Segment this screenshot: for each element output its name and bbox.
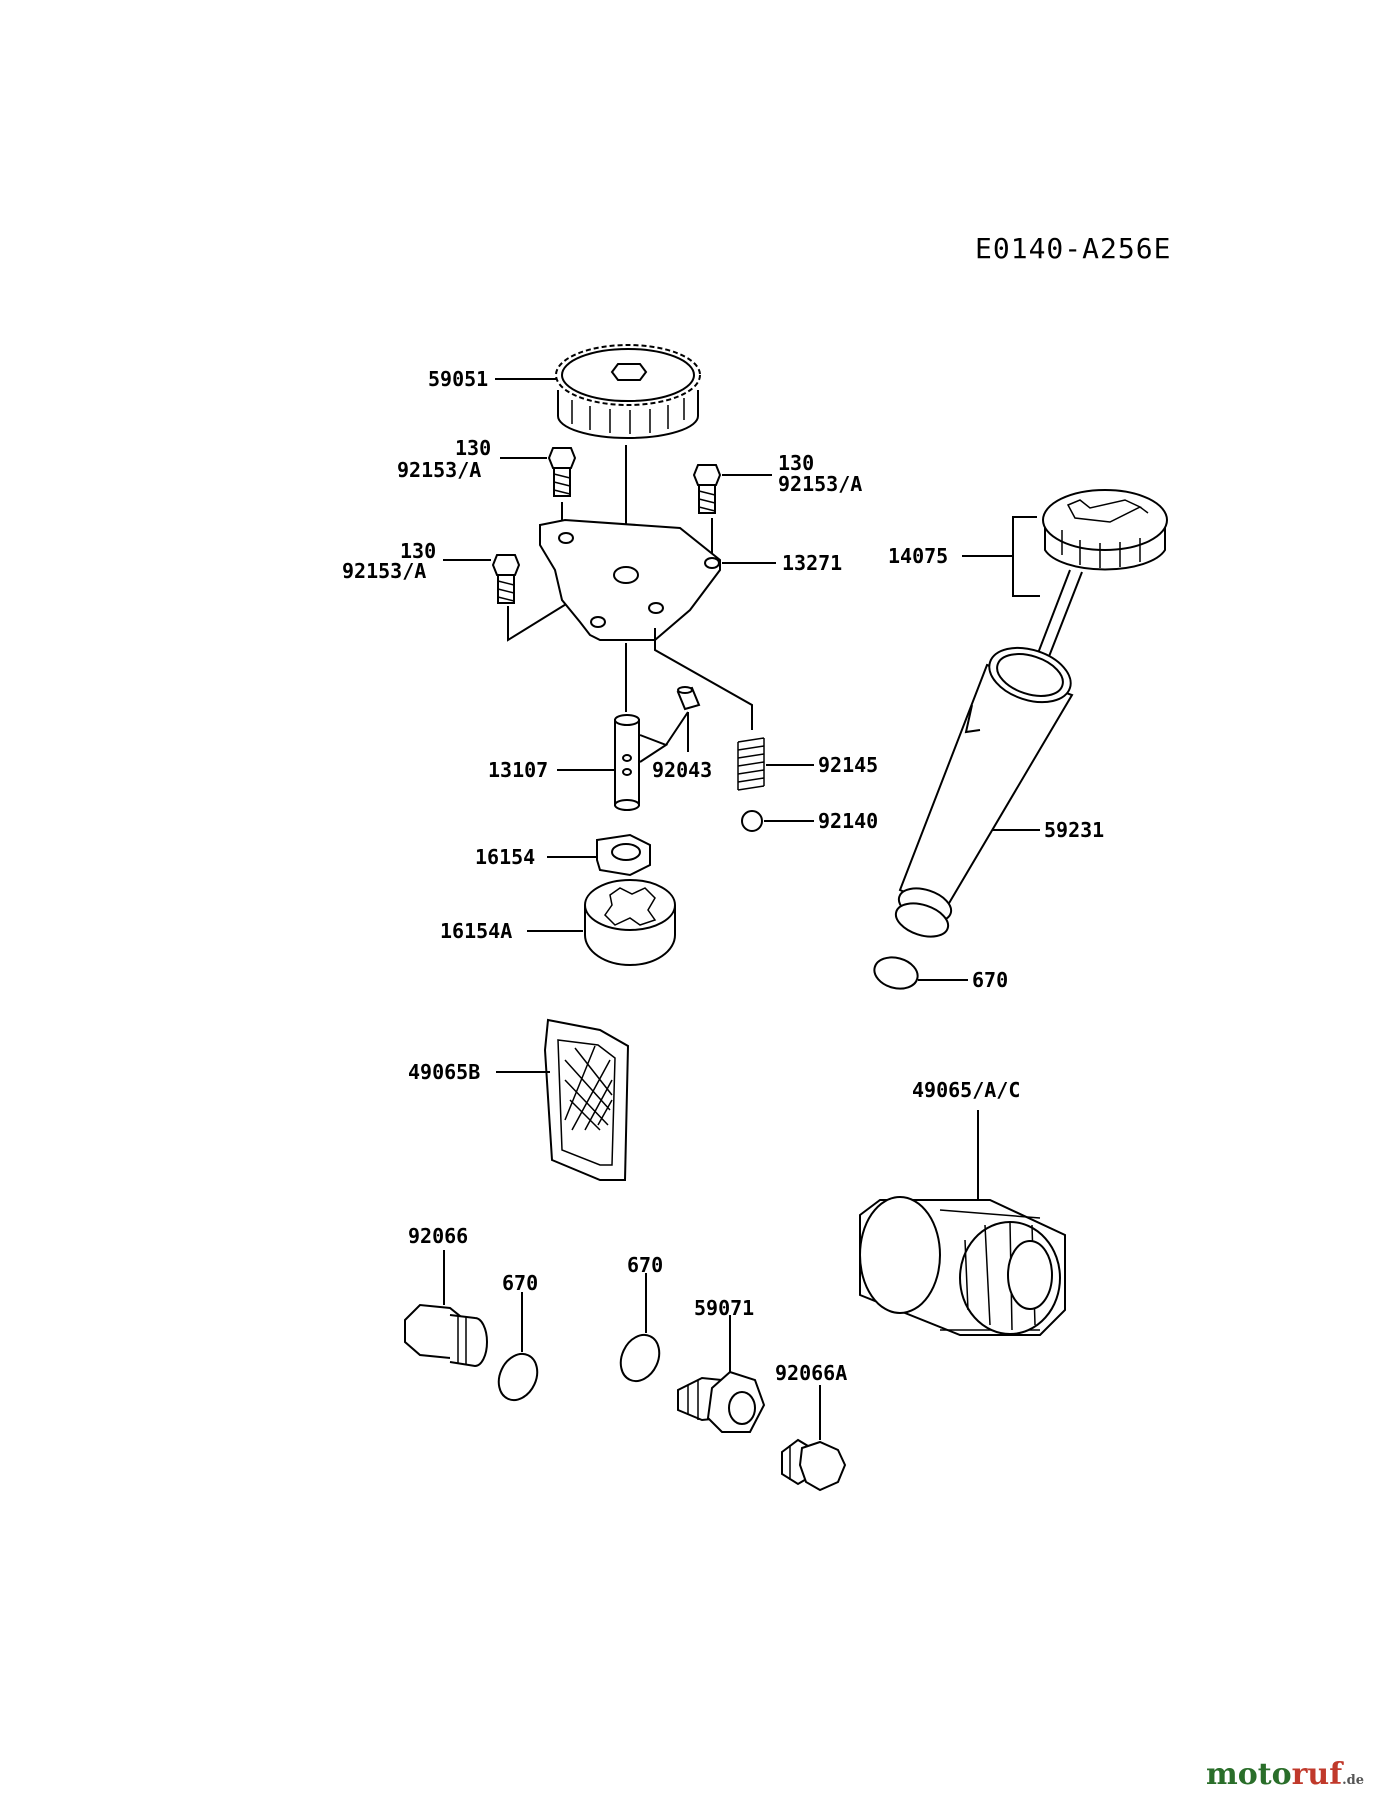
label-49065AC: 49065/A/C <box>912 1078 1020 1102</box>
label-670-plug: 670 <box>502 1271 538 1295</box>
label-92043: 92043 <box>652 758 712 782</box>
fitting-59071[interactable] <box>677 1370 766 1433</box>
plug-92066A[interactable] <box>781 1438 847 1492</box>
oring-670-fitting[interactable] <box>614 1329 667 1388</box>
plate-13271[interactable] <box>539 518 721 641</box>
watermark-part2: ruf <box>1291 1757 1343 1792</box>
watermark-suffix: .de <box>1342 1773 1364 1788</box>
bolt-130-lower[interactable] <box>491 554 521 604</box>
label-92140: 92140 <box>818 809 878 833</box>
bolt-130-left[interactable] <box>547 447 577 497</box>
label-92066: 92066 <box>408 1224 468 1248</box>
label-130-left: 130 <box>455 436 491 460</box>
filler-tube-59231[interactable] <box>892 638 1078 942</box>
label-130-right: 130 <box>778 451 814 475</box>
rotor-16154A[interactable] <box>584 879 676 966</box>
label-92153-lower: 92153/A <box>342 559 426 583</box>
watermark-part1: moto <box>1205 1757 1292 1792</box>
oring-670-plug[interactable] <box>492 1348 545 1407</box>
bolt-130-right[interactable] <box>692 464 722 514</box>
rotor-16154[interactable] <box>596 833 651 877</box>
label-92153-left: 92153/A <box>397 458 481 482</box>
label-92066A: 92066A <box>775 1361 847 1385</box>
strainer-49065B[interactable] <box>543 1018 630 1181</box>
diagram-code: E0140-A256E <box>975 232 1171 265</box>
label-670-tube: 670 <box>972 968 1008 992</box>
label-59231: 59231 <box>1044 818 1104 842</box>
watermark: motoruf.de <box>1206 1757 1364 1792</box>
shaft-13107[interactable] <box>614 714 640 811</box>
label-59071: 59071 <box>694 1296 754 1320</box>
drain-plug-92066[interactable] <box>404 1303 488 1368</box>
label-16154: 16154 <box>475 845 535 869</box>
oil-filter-49065AC[interactable] <box>859 1196 1066 1336</box>
pin-92043[interactable] <box>676 686 701 711</box>
label-670-fitting: 670 <box>627 1253 663 1277</box>
label-14075: 14075 <box>888 544 948 568</box>
gear-59051[interactable] <box>555 344 701 439</box>
label-130-lower: 130 <box>400 539 436 563</box>
label-13107: 13107 <box>488 758 548 782</box>
label-92145: 92145 <box>818 753 878 777</box>
label-59051: 59051 <box>428 367 488 391</box>
oring-670-tube[interactable] <box>871 953 921 993</box>
label-49065B: 49065B <box>408 1060 480 1084</box>
label-92153-right: 92153/A <box>778 472 862 496</box>
ball-92140[interactable] <box>741 810 763 832</box>
spring-92145[interactable] <box>737 737 765 791</box>
label-13271: 13271 <box>782 551 842 575</box>
label-16154A: 16154A <box>440 919 512 943</box>
